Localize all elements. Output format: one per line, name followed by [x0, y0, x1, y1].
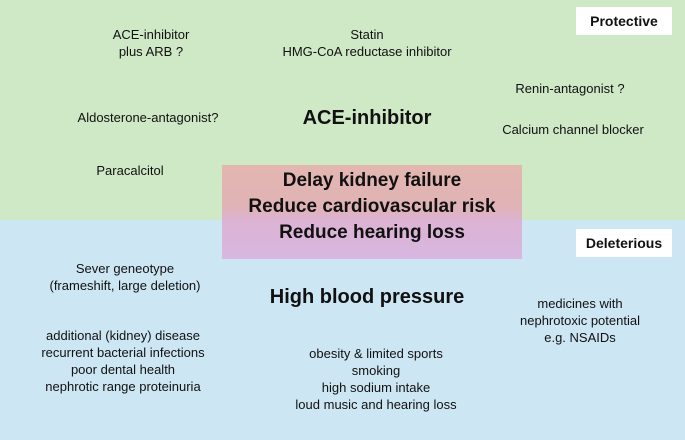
paracalcitol-label: Paracalcitol [96, 163, 164, 178]
ace-arb-label: ACE-inhibitor plus ARB ? [112, 27, 190, 59]
calcium-channel-blocker-label: Calcium channel blocker [502, 122, 644, 137]
nephrotoxic-medicines-label: medicines with nephrotoxic potential e.g… [520, 296, 640, 345]
outcome-line-kidney: Delay kidney failure [282, 170, 462, 191]
outcome-box [222, 165, 522, 259]
lifestyle-factors-label: obesity & limited sports smoking high so… [295, 346, 457, 412]
statin-label: Statin HMG-CoA reductase inhibitor [282, 27, 452, 59]
outcome-line-cardiovascular: Reduce cardiovascular risk [248, 196, 496, 217]
renin-antagonist-label: Renin-antagonist ? [515, 81, 625, 96]
disease-factors-label: additional (kidney) disease recurrent ba… [41, 328, 205, 394]
high-blood-pressure-label: High blood pressure [269, 286, 465, 308]
outcome-line-hearing: Reduce hearing loss [279, 222, 465, 243]
aldosterone-antagonist-label: Aldosterone-antagonist? [77, 110, 219, 125]
genotype-label: Sever geneotype (frameshift, large delet… [49, 261, 201, 293]
protective-tag: Protective [576, 7, 672, 35]
ace-inhibitor-main-label: ACE-inhibitor [302, 107, 432, 129]
deleterious-tag: Deleterious [576, 229, 672, 257]
